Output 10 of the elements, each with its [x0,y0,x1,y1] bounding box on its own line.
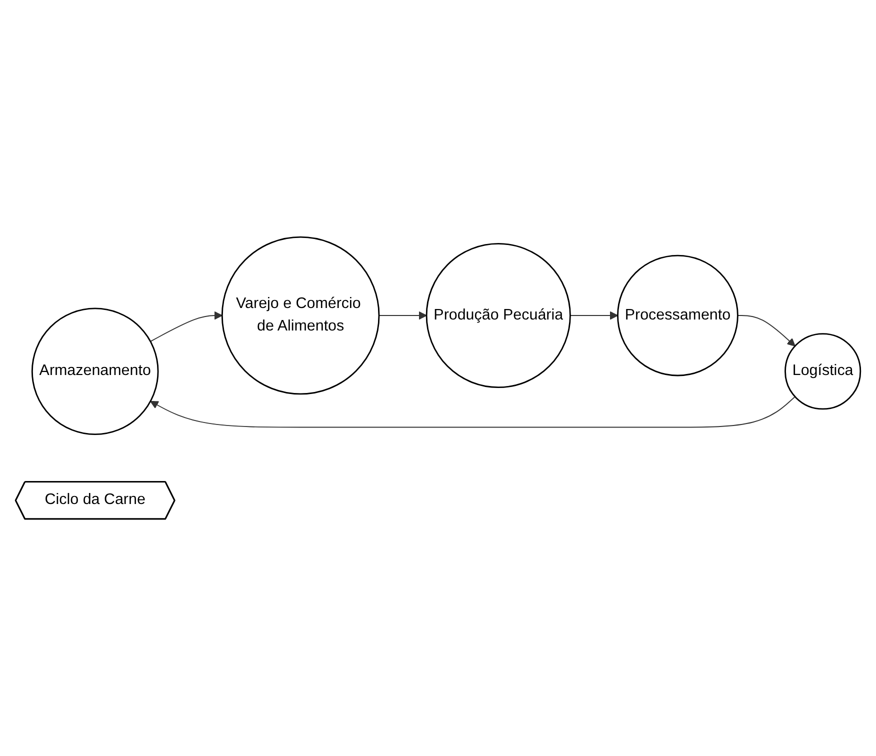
arrow [150,396,796,428]
arrow [378,311,427,320]
node-circle: Produção Pecuária [426,242,571,388]
arrow [570,311,618,320]
node-circle: Armazenamento [31,308,159,436]
arrow [737,315,796,346]
arrow [150,311,222,342]
node-circle: Varejo e Comércio de Alimentos [221,236,380,395]
node-circle: Processamento [617,254,738,376]
node-circle: Logística [784,333,862,410]
